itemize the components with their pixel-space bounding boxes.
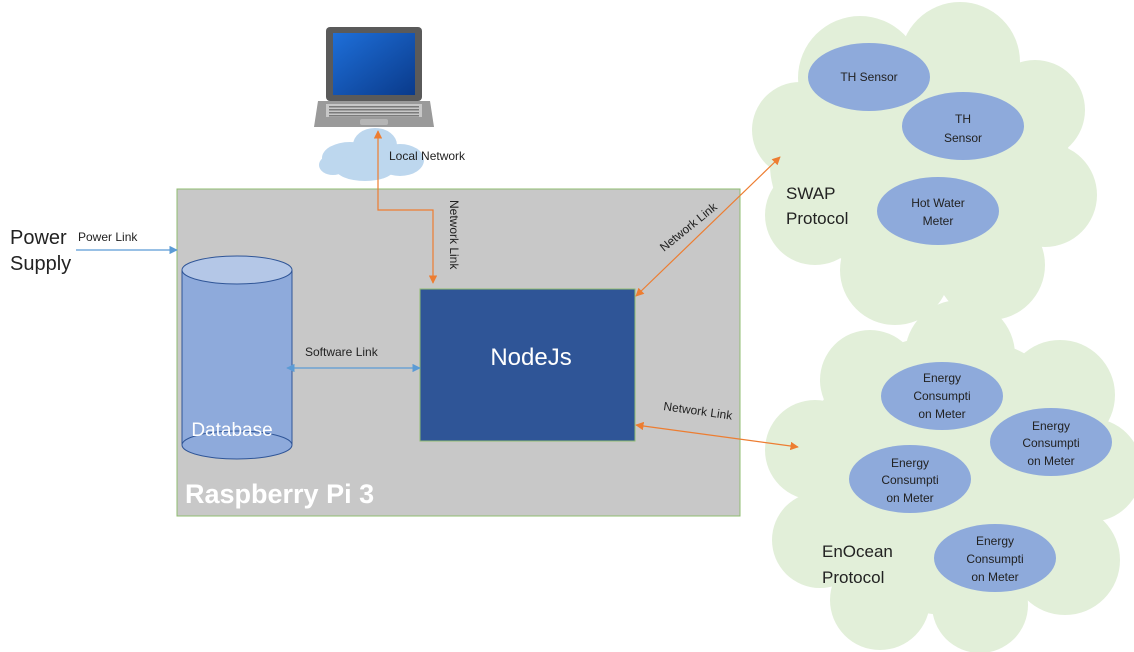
energy-meter-2: Energy Consumpti on Meter [990, 408, 1112, 476]
energy-meter-3: Energy Consumpti on Meter [849, 445, 971, 513]
nodejs-label: NodeJs [490, 344, 571, 371]
energy-meter-3-line1: Energy [891, 456, 929, 470]
database-cylinder [181, 255, 293, 460]
hot-water-meter-line2: Meter [923, 214, 954, 228]
energy-meter-2-line2: Consumpti [1022, 436, 1079, 450]
energy-meter-3-line3: on Meter [886, 491, 933, 505]
power-supply-line2: Supply [10, 253, 71, 275]
database-label: Database [191, 420, 272, 441]
swap-protocol-title-line1: SWAP [786, 184, 835, 203]
raspberry-pi-title: Raspberry Pi 3 [185, 479, 374, 509]
nodejs-box [419, 288, 636, 442]
energy-meter-2-line1: Energy [1032, 419, 1070, 433]
laptop-icon [314, 27, 434, 127]
power-link-label: Power Link [78, 230, 138, 244]
energy-meter-4-line3: on Meter [971, 570, 1018, 584]
software-link-label: Software Link [305, 345, 379, 359]
th-sensor-2-line2: Sensor [944, 131, 982, 145]
swap-network-arrow [635, 156, 781, 297]
hot-water-meter [877, 177, 999, 245]
local-network-label: Local Network [389, 149, 466, 163]
energy-meter-4-line2: Consumpti [966, 552, 1023, 566]
energy-meter-1: Energy Consumpti on Meter [881, 362, 1003, 430]
th-sensor-2 [902, 92, 1024, 160]
swap-protocol-title-line2: Protocol [786, 209, 848, 228]
enocean-protocol-title-line1: EnOcean [822, 542, 893, 561]
energy-meter-1-line3: on Meter [918, 407, 965, 421]
power-supply-line1: Power [10, 227, 67, 249]
energy-meter-4: Energy Consumpti on Meter [934, 524, 1056, 592]
energy-meter-1-line2: Consumpti [913, 389, 970, 403]
enocean-network-arrow [635, 421, 799, 451]
th-sensor-1 [808, 43, 930, 111]
energy-meter-4-line1: Energy [976, 534, 1014, 548]
energy-meter-2-line3: on Meter [1027, 454, 1074, 468]
local-network-cloud [319, 128, 424, 181]
enocean-protocol-title-line2: Protocol [822, 568, 884, 587]
th-sensor-1-label: TH Sensor [840, 70, 897, 84]
energy-meter-3-line2: Consumpti [881, 473, 938, 487]
hot-water-meter-line1: Hot Water [911, 196, 965, 210]
energy-meter-1-line1: Energy [923, 371, 961, 385]
local-network-arrow [377, 185, 438, 284]
th-sensor-2-line1: TH [955, 112, 971, 126]
swap-protocol-cloud [752, 2, 1097, 325]
network-link-vertical-label: Network Link [447, 200, 461, 270]
